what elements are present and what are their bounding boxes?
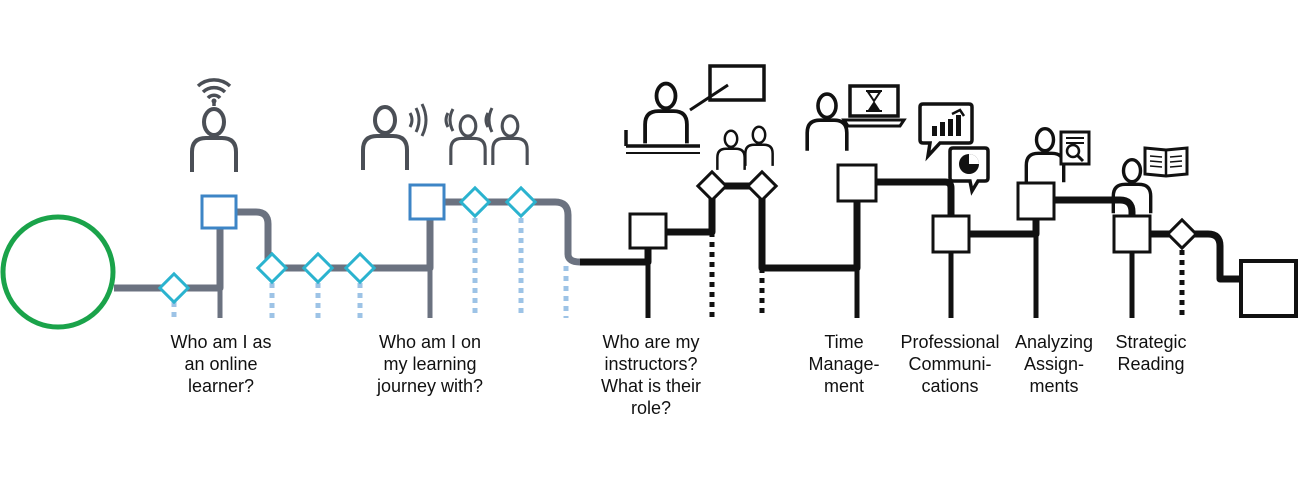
person-laptop-hourglass-icon	[805, 84, 907, 153]
milestone-square	[200, 194, 238, 230]
start-circle	[0, 214, 116, 330]
dotted-drops	[171, 202, 1185, 318]
milestone-square	[1112, 214, 1152, 254]
person-wifi-icon	[190, 78, 238, 174]
label-online-learner: Who am I as an online learner?	[170, 332, 272, 396]
squares-black	[628, 163, 1298, 318]
group-speaking-icon	[444, 107, 529, 167]
end-square	[1239, 259, 1298, 318]
label-strategic-reading: Strategic Reading	[1115, 332, 1187, 374]
diamond-marker	[255, 251, 289, 285]
person-book-icon	[1111, 146, 1189, 215]
squares-blue	[200, 183, 446, 230]
diamond-marker	[504, 185, 538, 219]
diamond-marker	[745, 169, 779, 203]
diamond-marker	[343, 251, 377, 285]
milestone-square	[408, 183, 446, 221]
person-document-search-icon	[1024, 126, 1091, 184]
diamond-marker	[301, 251, 335, 285]
milestone-square	[1016, 181, 1056, 221]
person-speaking-icon	[361, 103, 428, 172]
track-gray	[114, 198, 581, 292]
diamonds-teal	[157, 185, 538, 305]
label-time-management: Time Manage- ment	[808, 332, 880, 396]
diamonds-black	[695, 169, 1199, 251]
milestone-square	[931, 214, 971, 254]
instructor-presentation-icon	[624, 64, 774, 172]
label-instructors: Who are my instructors? What is their ro…	[600, 332, 702, 418]
milestone-square	[628, 212, 668, 250]
diamond-marker	[157, 271, 191, 305]
diamond-marker	[695, 169, 729, 203]
label-professional-communications: Professional Communi- cations	[900, 332, 1000, 396]
label-learning-journey: Who am I on my learning journey with?	[376, 332, 484, 396]
diamond-marker	[1165, 217, 1199, 251]
label-analyzing-assignments: Analyzing Assign- ments	[1014, 332, 1094, 396]
milestone-square	[836, 163, 878, 203]
diamond-marker	[458, 185, 492, 219]
chat-bubbles-chart-icon	[918, 102, 990, 196]
